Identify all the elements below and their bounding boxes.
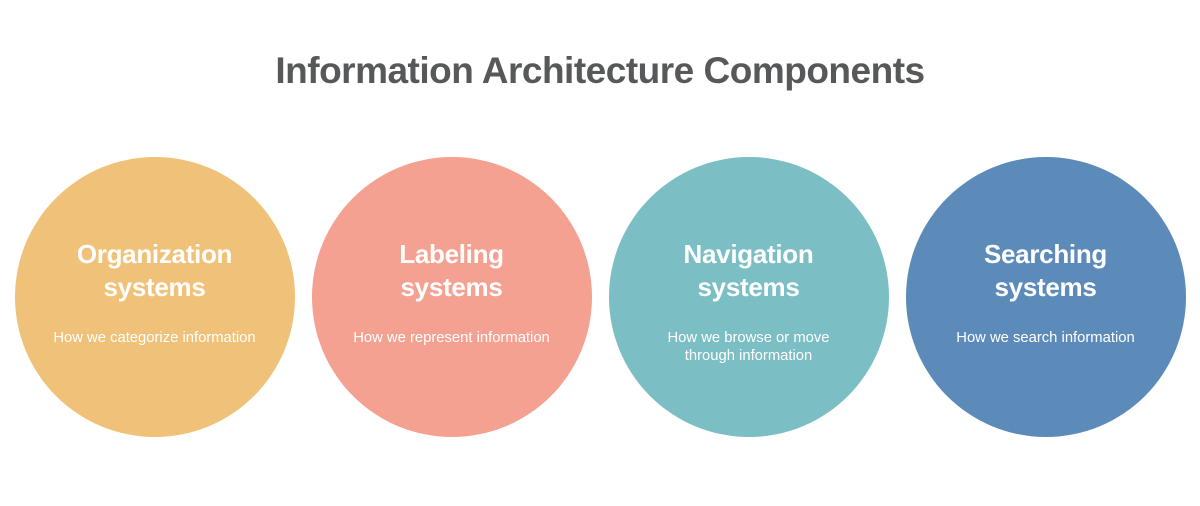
circle-description-organization-systems: How we categorize information xyxy=(53,330,256,346)
circle-labeling-systems: Labeling systems How we represent inform… xyxy=(311,157,592,437)
page-title: Information Architecture Components xyxy=(275,50,925,91)
circle-navigation-systems: Navigation systems How we browse or move… xyxy=(608,157,889,437)
circle-description-labeling-systems: How we represent information xyxy=(353,330,550,346)
circle-searching-systems: Searching systems How we search informat… xyxy=(905,157,1186,437)
circle-row: Organization systems How we categorize i… xyxy=(0,157,1200,437)
circle-organization-systems: Organization systems How we categorize i… xyxy=(14,157,295,437)
circle-heading-navigation-systems: Navigation systems xyxy=(683,239,814,302)
circle-description-searching-systems: How we search information xyxy=(956,330,1135,346)
circle-description-navigation-systems: How we browse or move through informatio… xyxy=(667,330,830,364)
circle-heading-searching-systems: Searching systems xyxy=(983,239,1107,302)
circle-heading-organization-systems: Organization systems xyxy=(76,239,233,302)
circle-heading-labeling-systems: Labeling systems xyxy=(399,239,504,302)
